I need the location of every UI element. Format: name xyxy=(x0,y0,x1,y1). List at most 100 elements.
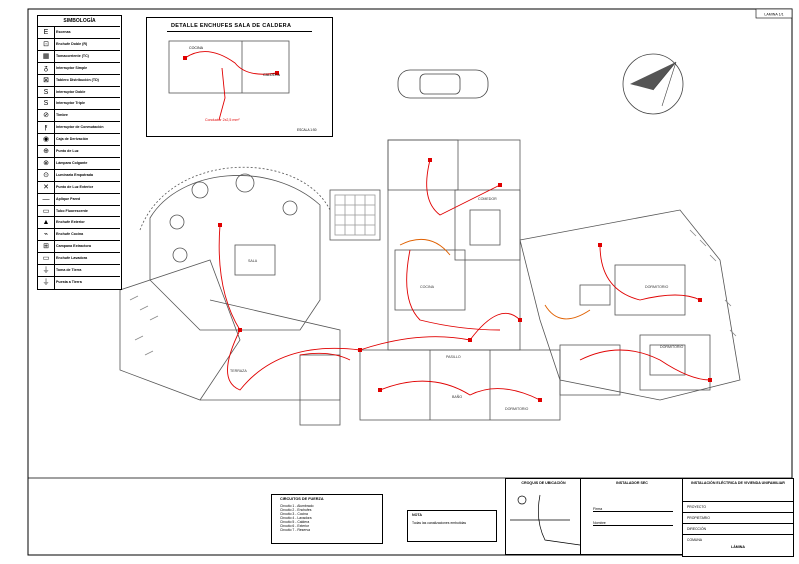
note-box: NOTA Todas las canalizaciones embutidas xyxy=(407,510,497,542)
legend-item: ⏚Puesta a Tierra xyxy=(38,275,120,289)
legend-symbol-icon: ⊘ xyxy=(38,110,55,123)
legend-label: Aplique Pared xyxy=(56,196,81,201)
legend-label: Interruptor Triple xyxy=(56,101,85,106)
detail-drawing xyxy=(168,40,290,121)
tree xyxy=(172,247,188,263)
circuit-markers xyxy=(218,158,712,402)
legend-symbol-icon: E xyxy=(38,27,55,39)
room-label: COMEDOR xyxy=(478,197,497,201)
legend-label: Caja de Derivación xyxy=(56,137,89,142)
legend-label: Toma de Tierra xyxy=(56,268,82,272)
room-label: PASILLO xyxy=(446,355,461,359)
legend-symbol-icon: — xyxy=(38,193,55,206)
legend-symbol-icon: S xyxy=(38,98,55,111)
secondary-circuits xyxy=(399,238,591,320)
project-row: DIRECCIÓN xyxy=(683,523,793,534)
detail-title: DETALLE ENCHUFES SALA DE CALDERA xyxy=(171,23,292,29)
installer-panel: INSTALADOR SEC Firma Nombre xyxy=(580,478,684,555)
sheet-label: LÁMINA xyxy=(731,545,745,549)
legend-label: Interruptor Simple xyxy=(56,65,88,70)
legend-label: Tomacorriente (TC) xyxy=(56,53,89,58)
notes-line: Circuito 7 - Reserva xyxy=(280,528,310,532)
installer-title: INSTALADOR SEC xyxy=(616,481,648,485)
detail-panel: DETALLE ENCHUFES SALA DE CALDERA COCINA … xyxy=(146,17,333,137)
tree xyxy=(235,173,255,193)
legend-symbol-icon: ᵹ xyxy=(38,62,55,75)
notes-title: CIRCUITOS DE FUERZA xyxy=(280,497,324,501)
legend-symbol-icon: ▦ xyxy=(38,50,55,63)
dining-table xyxy=(469,209,501,246)
location-panel: CROQUIS DE UBICACIÓN xyxy=(505,478,582,555)
legend-symbol-icon: ⊡ xyxy=(38,38,55,51)
legend-item: ⊙Luminaria Empotrada xyxy=(38,168,120,182)
legend-item: ⏚Toma de Tierra xyxy=(38,264,120,277)
bedroom-1 xyxy=(614,264,686,316)
legend-label: Punto de Luz Exterior xyxy=(56,184,94,189)
notes-line: Circuito 5 - Caldera xyxy=(280,520,310,524)
location-title: CROQUIS DE UBICACIÓN xyxy=(521,481,566,485)
legend-symbol-icon: ⊙ xyxy=(38,169,55,182)
room-label: DORMITORIO xyxy=(505,407,528,411)
notes-line: Circuito 2 - Enchufes xyxy=(280,508,312,512)
legend-label: Punto de Luz xyxy=(56,149,79,153)
room-label: BAÑO xyxy=(452,394,462,399)
sheet-code: LAMINA 1/1 xyxy=(764,13,783,17)
patio xyxy=(329,189,381,241)
sheet-code-box xyxy=(755,8,793,19)
legend-symbol-icon: ▭ xyxy=(38,205,55,218)
detail-scale: ESCALA 1:50 xyxy=(297,128,317,132)
room-label: DORMITORIO xyxy=(645,285,668,289)
legend-label: Enchufe Exterior xyxy=(56,220,85,225)
location-sketch xyxy=(510,494,581,546)
detail-note: Conductor 2x2,5 mm² xyxy=(205,118,240,122)
legend-item: ▦Tomacorriente (TC) xyxy=(38,49,120,63)
notes-line: Circuito 1 - Alumbrado xyxy=(280,504,314,508)
legend-label: Timbre xyxy=(56,113,68,118)
note-box-title: NOTA xyxy=(412,513,422,517)
legend-symbol-icon: ✕ xyxy=(38,181,55,194)
legend-symbol-icon: ▲ xyxy=(38,217,55,230)
legend-symbol-icon: ϝ xyxy=(38,122,55,135)
project-panel: INSTALACIÓN ELÉCTRICA DE VIVIENDA UNIFAM… xyxy=(682,478,794,557)
legend-label: Enchufe Doble (R) xyxy=(56,41,88,46)
kitchen xyxy=(394,249,466,311)
tree xyxy=(282,200,298,216)
legend-item: ⊕Punto de Luz xyxy=(38,145,120,158)
sofa-set xyxy=(234,244,276,276)
legend-item: ⊘Timbre xyxy=(38,109,120,123)
legend-item: ◉Caja de Derivación xyxy=(38,133,120,146)
north-arrow xyxy=(622,53,684,115)
legend-item: ⊠Tablero Distribución (TD) xyxy=(38,73,120,87)
tree xyxy=(169,214,185,230)
dining-room xyxy=(454,189,521,261)
project-row: COMUNA xyxy=(683,534,793,545)
tree xyxy=(191,181,209,199)
legend-label: Escenas xyxy=(56,30,71,34)
legend-label: Interruptor Doble xyxy=(56,89,86,94)
terrace-curve xyxy=(139,166,331,231)
legend-symbol-icon: ⏚ xyxy=(38,276,55,289)
entry-room xyxy=(387,139,459,191)
notes-line: Circuito 4 - Lavadora xyxy=(280,516,312,520)
project-row: PROYECTO xyxy=(683,501,793,512)
detail-room-2: CALDERA xyxy=(263,73,280,77)
living-room-outline xyxy=(149,175,321,331)
legend-symbol-icon: ⌁ xyxy=(38,229,55,242)
notes-panel: CIRCUITOS DE FUERZA Circuito 1 - Alumbra… xyxy=(271,494,383,544)
legend-title: SIMBOLOGÍA xyxy=(63,18,96,24)
legend-symbol-icon: S xyxy=(38,86,55,99)
legend-symbol-icon: ⊠ xyxy=(38,74,55,87)
legend-label: Interruptor de Conmutación xyxy=(56,125,104,130)
bed-2 xyxy=(649,344,686,376)
legend-item: ⊡Enchufe Doble (R) xyxy=(38,37,120,51)
room-label: DORMITORIO xyxy=(660,345,683,349)
notes-line: Circuito 3 - Cocina xyxy=(280,512,308,516)
legend-label: Tubo Fluorescente xyxy=(56,208,88,213)
